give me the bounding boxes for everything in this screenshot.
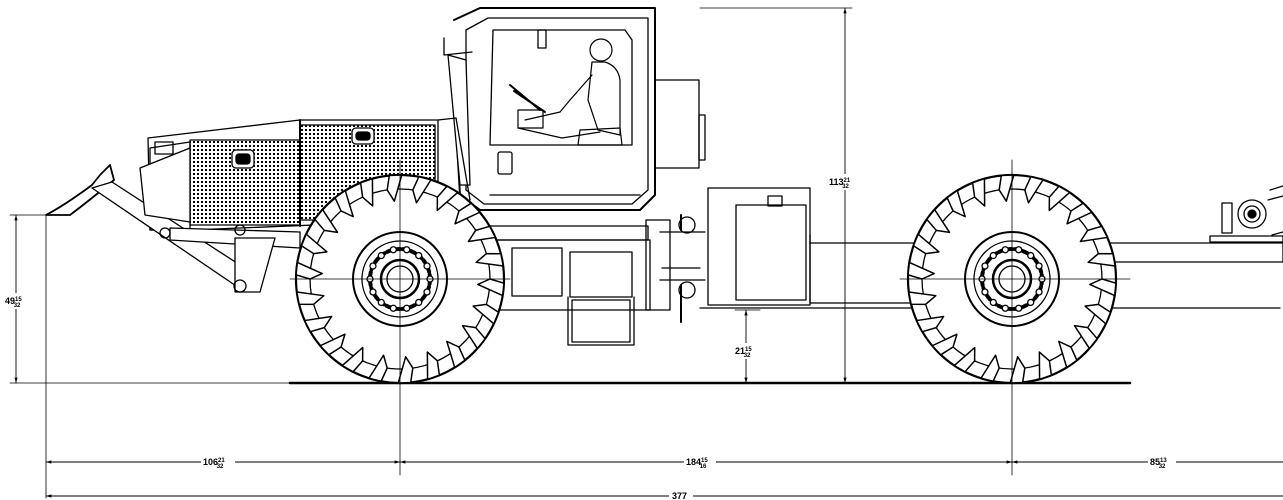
hub-bolt bbox=[369, 262, 377, 270]
hub-bolt bbox=[1015, 246, 1023, 254]
tread-lug bbox=[300, 233, 328, 255]
tread-lug bbox=[368, 354, 388, 383]
tread-lug bbox=[454, 202, 481, 225]
tread-lug bbox=[475, 252, 504, 267]
rear-tank bbox=[659, 187, 811, 323]
rear-winch bbox=[1221, 185, 1283, 236]
overall-length-label: 377 bbox=[672, 491, 687, 500]
tread-lug bbox=[971, 177, 986, 207]
hub-bolt bbox=[989, 298, 997, 307]
hub-bolt bbox=[423, 262, 431, 270]
tread-lug bbox=[426, 351, 441, 381]
tread-lug bbox=[1038, 351, 1053, 381]
tread-lug bbox=[980, 354, 1000, 383]
tread-lug bbox=[397, 356, 414, 384]
tread-lug bbox=[926, 208, 951, 234]
hub-bolt bbox=[389, 304, 397, 312]
hub-bolt bbox=[403, 246, 411, 254]
hub-bolt bbox=[1027, 251, 1035, 260]
hub-bolt bbox=[415, 298, 423, 307]
hub-bolt bbox=[1015, 304, 1023, 312]
tread-lug bbox=[334, 189, 354, 218]
tread-lug bbox=[907, 261, 935, 280]
tread-lug bbox=[1009, 356, 1026, 384]
rear-tire-tread bbox=[907, 174, 1117, 384]
tread-lug bbox=[1058, 340, 1078, 369]
operator-figure bbox=[509, 38, 623, 146]
hub-bolt bbox=[377, 298, 385, 307]
tread-lug bbox=[1073, 324, 1098, 350]
tread-lug bbox=[386, 174, 403, 202]
hub-bolt bbox=[1001, 304, 1009, 312]
hub-bolt bbox=[1035, 262, 1043, 270]
tread-lug bbox=[912, 233, 940, 255]
tread-lug bbox=[359, 177, 374, 207]
chassis-frame bbox=[479, 219, 1283, 346]
dimension-lines bbox=[14, 7, 1283, 498]
tread-lug bbox=[915, 315, 945, 333]
tread-lug bbox=[446, 340, 466, 369]
tread-lug bbox=[1079, 225, 1109, 243]
hub-bolt bbox=[377, 251, 385, 260]
tread-lug bbox=[477, 278, 505, 297]
cab bbox=[443, 7, 706, 211]
tread-lug bbox=[908, 291, 937, 306]
tread-lug bbox=[1087, 252, 1116, 267]
tread-lug bbox=[1048, 185, 1071, 212]
front-blade-arm bbox=[45, 147, 301, 293]
tread-lug bbox=[461, 324, 486, 350]
tread-lug bbox=[472, 303, 500, 325]
tread-lug bbox=[1089, 278, 1117, 297]
tread-lug bbox=[295, 261, 323, 280]
tread-lug bbox=[467, 225, 497, 243]
tread-lug bbox=[319, 333, 346, 356]
hub-bolt bbox=[415, 251, 423, 260]
hub-bolt bbox=[389, 246, 397, 254]
tread-lug bbox=[341, 346, 364, 373]
front-tire-tread bbox=[295, 174, 505, 384]
tread-lug bbox=[1066, 202, 1093, 225]
hub-bolt bbox=[369, 288, 377, 296]
hub-bolt bbox=[403, 304, 411, 312]
hub-bolt bbox=[981, 288, 989, 296]
hub-bolt bbox=[989, 251, 997, 260]
hub-bolt bbox=[423, 288, 431, 296]
tread-lug bbox=[1024, 175, 1044, 204]
tread-lug bbox=[931, 333, 958, 356]
tread-lug bbox=[998, 174, 1015, 202]
tread-lug bbox=[953, 346, 976, 373]
tread-lug bbox=[946, 189, 966, 218]
hub-bolt bbox=[981, 262, 989, 270]
tread-lug bbox=[1084, 303, 1112, 325]
hub-bolt bbox=[1027, 298, 1035, 307]
tread-lug bbox=[412, 175, 432, 204]
hub-bolt bbox=[1001, 246, 1009, 254]
hub-bolt bbox=[1035, 288, 1043, 296]
tread-lug bbox=[303, 315, 333, 333]
tread-lug bbox=[296, 291, 325, 306]
tread-lug bbox=[314, 208, 339, 234]
wheel-centerlines bbox=[289, 159, 1131, 476]
tread-lug bbox=[436, 185, 459, 212]
